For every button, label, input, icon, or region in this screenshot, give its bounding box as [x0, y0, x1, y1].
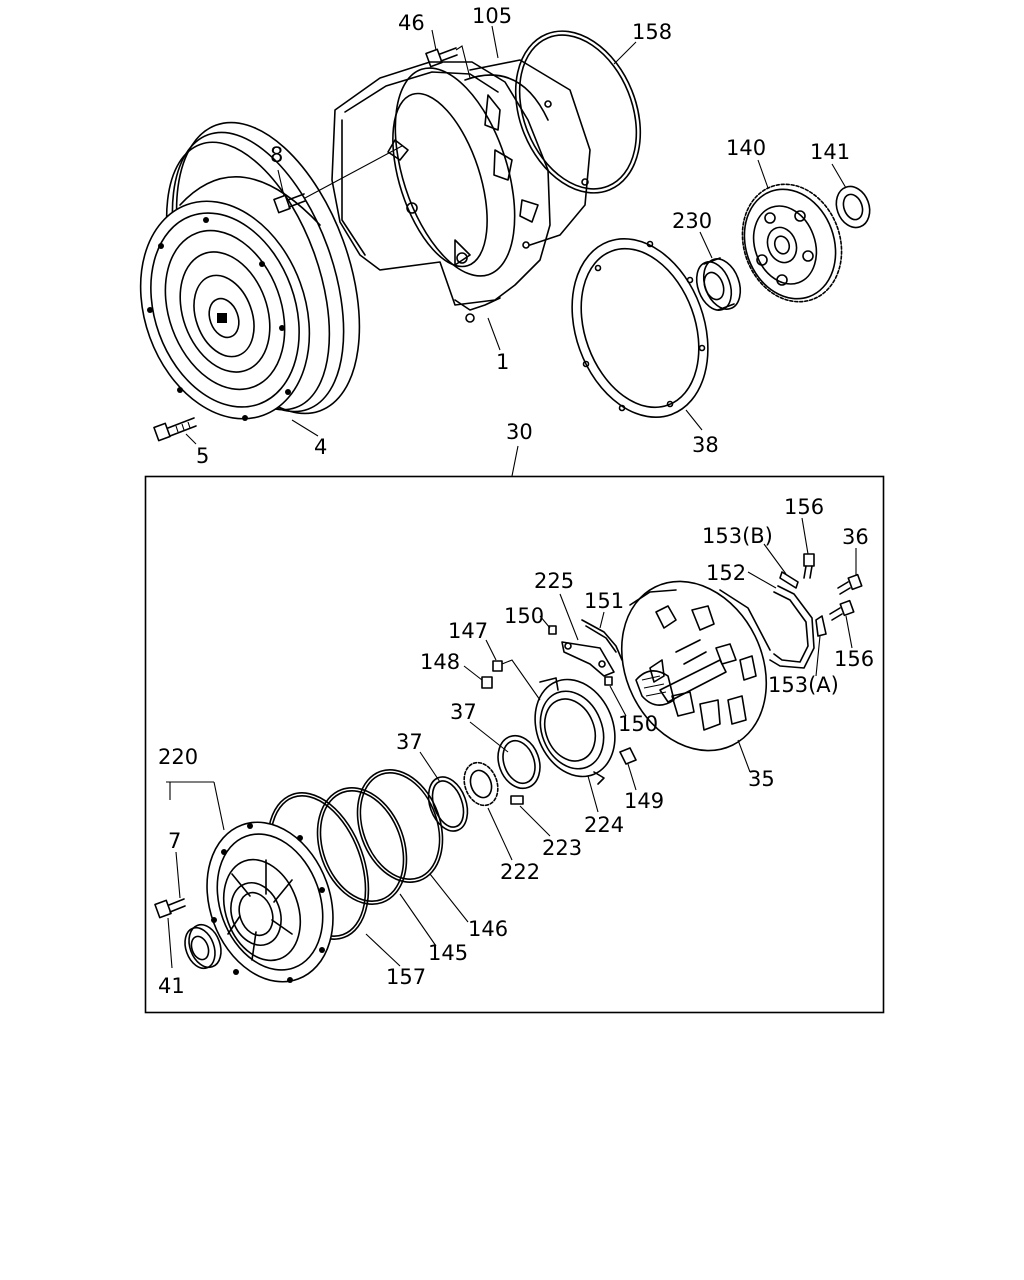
callout-157: 157: [386, 965, 426, 989]
seal-141-part: [835, 185, 871, 229]
callout-140: 140: [726, 136, 766, 160]
callout-36: 36: [842, 525, 869, 549]
spring-151-part: [581, 619, 623, 661]
gear-140-part: [741, 183, 843, 303]
callout-105: 105: [472, 4, 512, 28]
callout-147: 147: [448, 619, 488, 643]
seal-41-part: [184, 923, 222, 970]
callout-153a: 153(A): [768, 673, 839, 697]
pin-150-lower-part: [604, 676, 613, 686]
callout-225: 225: [534, 569, 574, 593]
callout-158: 158: [632, 20, 672, 44]
bolt-5-part: [153, 417, 197, 442]
bolt-156-upper-part: [803, 553, 815, 579]
plug-148-part: [481, 676, 493, 689]
callout-37-outer: 37: [396, 730, 423, 754]
slide-225-part: [561, 641, 615, 677]
callout-156-lower: 156: [834, 647, 874, 671]
callout-230: 230: [672, 209, 712, 233]
bolt-156-lower-part: [829, 599, 855, 621]
gasket-38-part: [571, 238, 709, 418]
o-ring-158-part: [514, 30, 642, 194]
callout-224: 224: [584, 813, 624, 837]
callout-152: 152: [706, 561, 746, 585]
pump-cover-35-part: [620, 580, 771, 752]
callout-7: 7: [168, 829, 181, 853]
pump-housing-220-part: [206, 821, 334, 983]
key-223-part: [510, 795, 524, 805]
callout-4: 4: [314, 435, 327, 459]
callout-150-lower: 150: [618, 712, 658, 736]
callout-141: 141: [810, 140, 850, 164]
converter-housing-part: [331, 59, 591, 323]
callout-151: 151: [584, 589, 624, 613]
callout-223: 223: [542, 836, 582, 860]
callout-156-upper: 156: [784, 495, 824, 519]
callout-30: 30: [506, 420, 533, 444]
callout-8: 8: [270, 143, 283, 167]
callout-148: 148: [420, 650, 460, 674]
ring-37-outer-part: [427, 776, 469, 832]
callout-38: 38: [692, 433, 719, 457]
rotor-222-part: [463, 761, 499, 807]
boxed-leader-lines: [166, 517, 857, 969]
bolt-36-part: [837, 573, 863, 595]
plug-147-part: [492, 659, 541, 701]
bolt-7-part: [154, 898, 186, 919]
callout-1: 1: [496, 350, 509, 374]
bolt-46-part: [425, 45, 471, 79]
callout-146: 146: [468, 917, 508, 941]
upper-leader-lines: [185, 25, 847, 445]
bolt-8-part: [273, 145, 403, 214]
pin-150-upper-part: [548, 625, 557, 635]
callout-35: 35: [748, 767, 775, 791]
callout-220: 220: [158, 745, 198, 769]
callout-153b: 153(B): [702, 524, 773, 548]
tube-152-part: [773, 591, 809, 663]
group-30-box: [144, 475, 885, 1014]
callout-222: 222: [500, 860, 540, 884]
callout-145: 145: [428, 941, 468, 965]
o-ring-146-part: [356, 769, 444, 883]
pump-ring-224-part: [534, 677, 616, 785]
group-30-leader: [511, 445, 519, 477]
callout-37-inner: 37: [450, 700, 477, 724]
callout-41: 41: [158, 974, 185, 998]
o-ring-145-part: [316, 787, 408, 905]
callout-150-upper: 150: [504, 604, 544, 628]
callout-149: 149: [624, 789, 664, 813]
torque-converter-part: [139, 121, 361, 421]
bearing-230-part: [695, 257, 742, 311]
callout-5: 5: [196, 444, 209, 468]
ring-37-inner-part: [497, 734, 541, 790]
clip-153a-part: [815, 615, 827, 637]
callout-46: 46: [398, 11, 425, 35]
clip-153b-part: [779, 571, 799, 589]
pin-149-part: [619, 747, 637, 765]
